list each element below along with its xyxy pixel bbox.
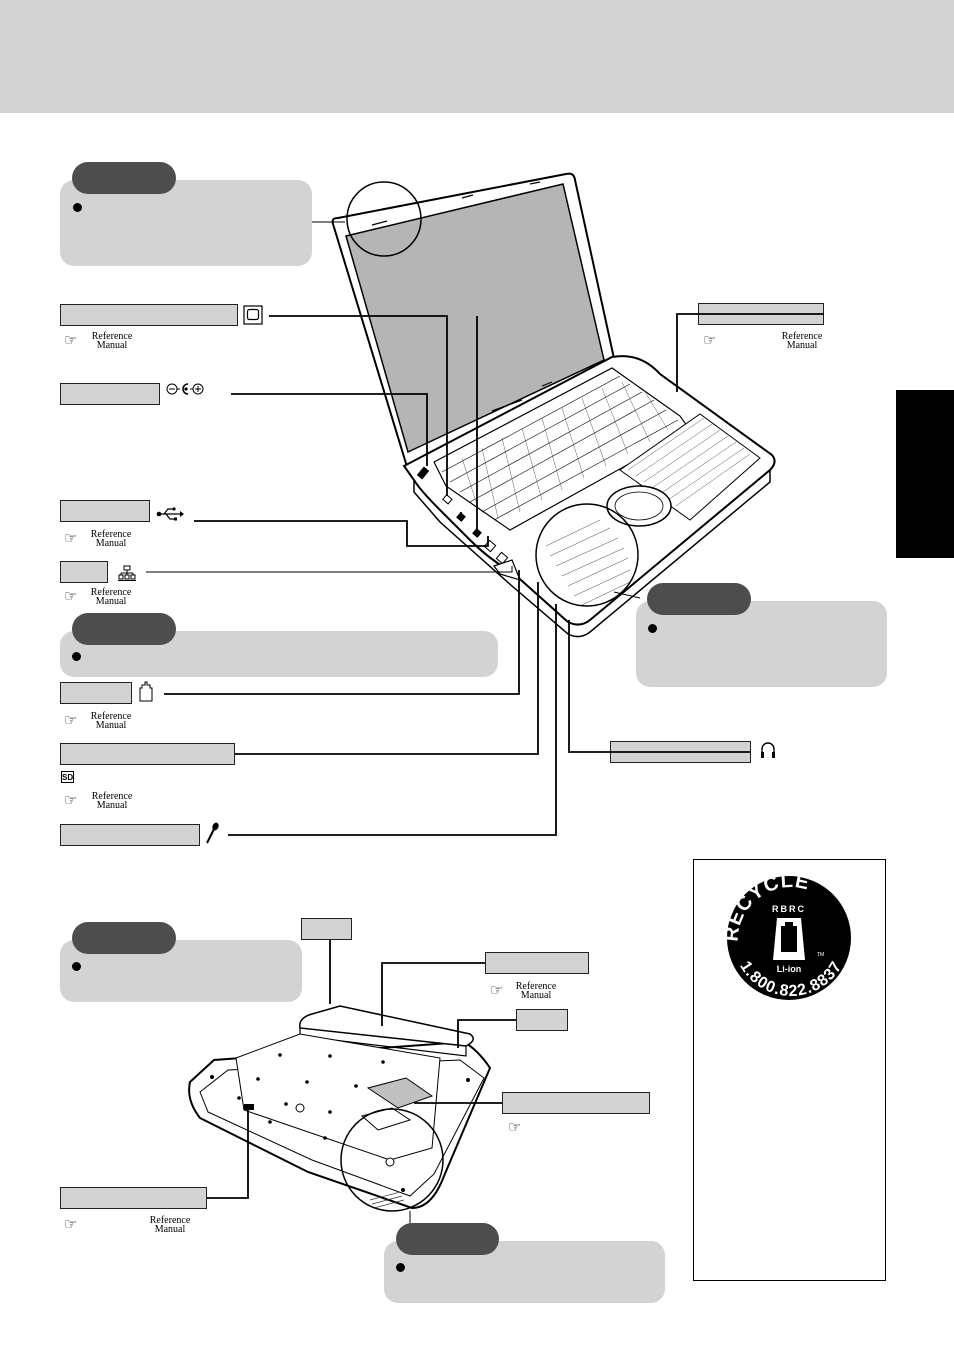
note-tab-speaker [647,583,751,615]
pointer-hand-icon: ☞ [508,1119,522,1136]
note-tab-vent [396,1223,499,1255]
label-bottom-b [516,1009,568,1031]
pointer-hand-icon: ☞ [64,332,78,349]
label-bottom-a [301,918,352,940]
note-bullet [73,203,82,212]
label-battery-pack [485,952,589,974]
zoom-circle-speaker [535,503,639,607]
note-bullet [396,1263,405,1272]
note-tab-ports [72,613,176,645]
note-tab-bottom [72,922,176,954]
dc-in-icon [166,383,204,395]
label-dc-in [60,383,160,405]
pointer-hand-icon: ☞ [64,530,78,547]
note-bullet [72,962,81,971]
zoom-circle-display [346,181,422,257]
pointer-hand-icon: ☞ [703,332,717,349]
label-lan-port [60,561,108,583]
label-modem-port [60,682,132,704]
label-ram-module-slot [502,1092,650,1114]
label-security-lock [60,1187,207,1209]
note-bullet [72,652,81,661]
usb-icon [156,507,184,521]
headphone-icon [761,742,775,758]
svg-text:Li-ion: Li-ion [777,964,802,974]
pointer-hand-icon: ☞ [64,588,78,605]
recycle-notice-box: RECYCLE 1.800.822.8837 RBRC Li-ion TM [693,859,886,1281]
zoom-circle-vent [340,1108,444,1212]
svg-text:TM: TM [817,952,824,958]
label-sd-card-slot [60,743,235,765]
label-microphone-jack [60,824,200,846]
modem-icon [139,681,153,702]
label-usb-port [60,500,150,522]
note-display-caution [60,180,312,266]
svg-text:RBRC: RBRC [772,904,806,914]
battery-pack [299,1005,474,1047]
laptop-screen [345,183,605,454]
note-bullet [648,624,657,633]
pointer-hand-icon: ☞ [64,712,78,729]
sd-card-icon: SD [61,771,74,783]
label-external-display-port [60,304,238,326]
ram-cover [366,1077,434,1109]
section-side-tab [896,390,954,558]
pointer-hand-icon: ☞ [64,792,78,809]
external-display-icon [243,305,263,325]
rbrc-recycle-logo: RECYCLE 1.800.822.8837 RBRC Li-ion TM [721,870,851,1000]
note-tab-display [72,162,176,194]
microphone-icon [206,822,219,844]
lan-icon [118,565,136,581]
page-header-band [0,0,954,113]
pointer-hand-icon: ☞ [64,1216,78,1233]
pointer-hand-icon: ☞ [490,982,504,999]
note-speaker-caution [636,601,887,687]
